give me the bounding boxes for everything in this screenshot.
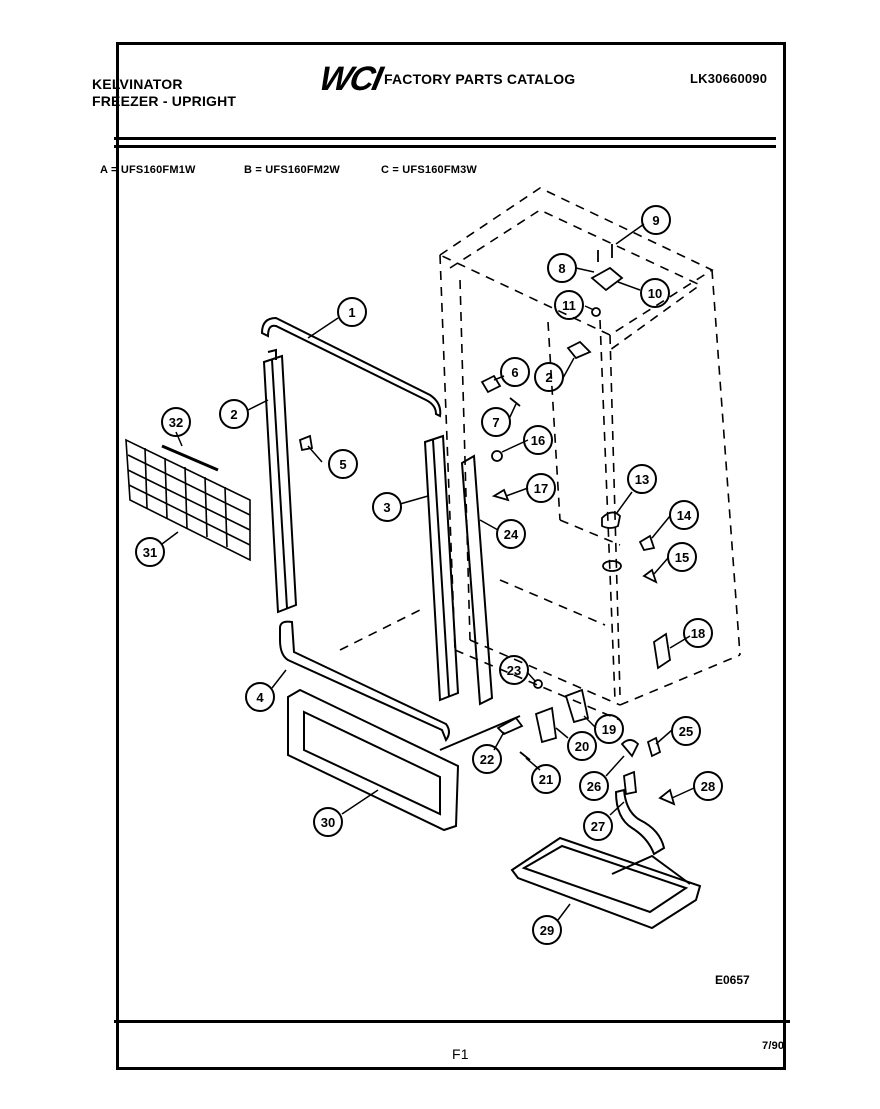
callout-2-right: 2 [534, 362, 564, 392]
svg-text:15: 15 [675, 550, 689, 565]
callout-18: 18 [683, 618, 713, 648]
model-c: C = UFS160FM3W [381, 164, 478, 176]
svg-text:8: 8 [558, 261, 565, 276]
door-strip [460, 454, 494, 706]
drawing-code: E0657 [715, 973, 750, 987]
svg-text:31: 31 [143, 545, 157, 560]
callout-9: 9 [641, 205, 671, 235]
catalog-title: FACTORY PARTS CATALOG [384, 71, 576, 87]
drain-pan [510, 836, 702, 930]
callout-17: 17 [526, 473, 556, 503]
svg-text:26: 26 [587, 779, 601, 794]
model-b: B = UFS160FM2W [244, 164, 341, 176]
svg-text:1: 1 [348, 305, 355, 320]
svg-text:13: 13 [635, 472, 649, 487]
svg-text:3: 3 [383, 500, 390, 515]
cabinet-outline [339, 187, 741, 721]
callout-27: 27 [583, 811, 613, 841]
svg-text:25: 25 [679, 724, 693, 739]
gasket-left [262, 348, 298, 614]
leader-lines [161, 223, 695, 921]
svg-text:17: 17 [534, 481, 548, 496]
svg-text:5: 5 [339, 457, 346, 472]
svg-text:11: 11 [562, 298, 576, 313]
header-rule-top [114, 137, 776, 140]
svg-text:32: 32 [169, 415, 183, 430]
callout-21: 21 [531, 764, 561, 794]
callout-1: 1 [337, 297, 367, 327]
callout-6: 6 [500, 357, 530, 387]
callout-28: 28 [693, 771, 723, 801]
callout-10: 10 [640, 278, 670, 308]
callout-29: 29 [532, 915, 562, 945]
svg-text:4: 4 [256, 690, 264, 705]
callout-15: 15 [667, 542, 697, 572]
svg-text:24: 24 [504, 527, 519, 542]
svg-text:23: 23 [507, 663, 521, 678]
small-parts [298, 244, 676, 806]
svg-text:2: 2 [545, 370, 552, 385]
svg-text:27: 27 [591, 819, 605, 834]
callout-25: 25 [671, 716, 701, 746]
svg-text:30: 30 [321, 815, 335, 830]
callout-32: 32 [161, 407, 191, 437]
callout-8: 8 [547, 253, 577, 283]
gasket-right [423, 434, 460, 702]
page-border [116, 42, 786, 1070]
svg-text:10: 10 [648, 286, 662, 301]
svg-text:9: 9 [652, 213, 659, 228]
product-type: FREEZER - UPRIGHT [92, 93, 237, 109]
callout-26: 26 [579, 771, 609, 801]
svg-text:20: 20 [575, 739, 589, 754]
callout-13: 13 [627, 464, 657, 494]
svg-text:2: 2 [230, 407, 237, 422]
callout-22: 22 [472, 744, 502, 774]
svg-text:7: 7 [492, 415, 499, 430]
footer-rule [114, 1020, 790, 1023]
callout-14: 14 [669, 500, 699, 530]
callout-19: 19 [594, 714, 624, 744]
callout-16: 16 [523, 425, 553, 455]
callout-24: 24 [496, 519, 526, 549]
callout-31: 31 [135, 537, 165, 567]
callout-5: 5 [328, 449, 358, 479]
svg-text:29: 29 [540, 923, 554, 938]
callout-30: 30 [313, 807, 343, 837]
callout-3: 3 [372, 492, 402, 522]
svg-text:28: 28 [701, 779, 715, 794]
callout-2-left: 2 [219, 399, 249, 429]
svg-text:18: 18 [691, 626, 705, 641]
callout-11: 11 [554, 290, 584, 320]
svg-text:22: 22 [480, 752, 494, 767]
header-rule-bottom [114, 145, 776, 148]
model-a: A = UFS160FM1W [100, 164, 196, 176]
svg-text:19: 19 [602, 722, 616, 737]
drain-hose [614, 788, 666, 856]
wire-grille [125, 438, 251, 562]
gasket-bottom [279, 620, 450, 743]
callout-20: 20 [567, 731, 597, 761]
drawer-frame [287, 688, 521, 832]
page-code: F1 [452, 1046, 469, 1062]
grille-rod [161, 444, 219, 472]
brand-name: KELVINATOR [92, 76, 183, 92]
svg-text:21: 21 [539, 772, 553, 787]
gasket-top [260, 316, 442, 418]
svg-text:6: 6 [511, 365, 518, 380]
callout-7: 7 [481, 407, 511, 437]
svg-text:16: 16 [531, 433, 545, 448]
catalog-number: LK30660090 [690, 71, 768, 86]
callout-4: 4 [245, 682, 275, 712]
revision-date: 7/90 [762, 1040, 785, 1052]
svg-text:14: 14 [677, 508, 692, 523]
callout-23: 23 [499, 655, 529, 685]
